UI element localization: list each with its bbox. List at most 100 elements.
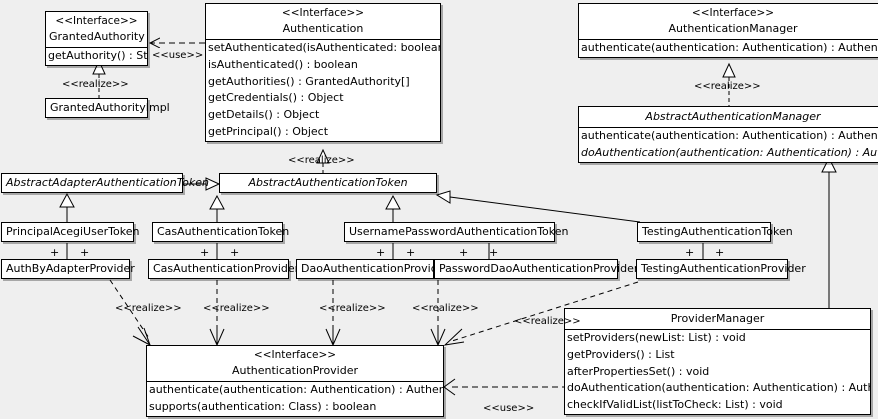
operation: getCredentials() : Object [208,91,344,105]
operation: doAuthentication(authentication: Authent… [581,145,878,159]
class-header: <<Interface>> AuthenticationManager [579,4,878,39]
class-dao-authentication-provider[interactable]: DaoAuthenticationProvider [296,259,449,279]
operations-compartment: setProviders(newList: List) : void getPr… [565,330,870,414]
operation: authenticate(authentication: Authenticat… [581,129,878,142]
class-name: DaoAuthenticationProvider [301,262,449,275]
edge-label-realize-granted-authority-impl: <<realize>> [62,79,129,90]
class-abstract-authentication-token[interactable]: AbstractAuthenticationToken [219,173,437,193]
operation: getAuthority() : String [48,49,147,62]
class-name: ProviderManager [670,312,765,325]
class-name: AbstractAuthenticationManager [645,110,821,123]
compartment-divider [565,329,870,330]
class-name: AuthenticationProvider [231,364,359,377]
operation: getAuthorities() : GrantedAuthority[] [208,74,410,88]
class-header: PasswordDaoAuthenticationProvider [435,260,639,278]
class-cas-authentication-token[interactable]: CasAuthenticationToken [152,222,289,242]
edge-label-use-granted-authority: <<use>> [152,50,204,61]
class-header: UsernamePasswordAuthenticationToken [345,223,569,241]
class-header: GrantedAuthorityImpl [46,99,170,117]
edge-label-realize-cas-authentication-provider: <<realize>> [203,303,270,314]
stereotype-label: <<Interface>> [253,349,337,361]
operation: getPrincipal() : Object [208,124,329,138]
class-cas-authentication-provider[interactable]: CasAuthenticationProvider [148,259,300,279]
edge-label-realize-auth-by-adapter-provider: <<realize>> [115,303,182,314]
class-name: AuthByAdapterProvider [6,262,135,275]
operation: setAuthenticated(isAuthenticated: boolea… [208,41,440,54]
class-header: CasAuthenticationToken [153,223,289,241]
assoc-plus-marker: + [200,246,210,259]
class-header: AuthByAdapterProvider [2,260,135,278]
class-authentication-provider[interactable]: <<Interface>> AuthenticationProvider aut… [146,345,444,417]
class-header: TestingAuthenticationProvider [637,260,806,278]
class-name: PrincipalAcegiUserToken [6,225,140,238]
assoc-plus-marker: + [376,246,386,259]
class-header: AbstractAuthenticationManager [579,107,878,127]
edge-generalize-principal-acegi-user-token [59,192,75,222]
class-authentication[interactable]: <<Interface>> Authentication setAuthenti… [205,3,441,142]
class-header: <<Interface>> AuthenticationProvider [147,346,443,381]
operations-compartment: authenticate(authentication: Authenticat… [579,128,878,162]
class-provider-manager[interactable]: ProviderManager setProviders(newList: Li… [564,308,871,415]
operation: isAuthenticated() : boolean [208,57,358,71]
class-granted-authority[interactable]: <<Interface>> GrantedAuthority getAuthor… [45,11,148,66]
class-header: TestingAuthenticationToken [638,223,793,241]
edge-generalize-cas-authentication-token [209,194,225,222]
assoc-plus-marker: + [50,246,60,259]
class-name: AbstractAdapterAuthenticationToken [6,176,209,189]
operation: doAuthentication(authentication: Authent… [567,381,870,395]
class-name: GrantedAuthorityImpl [50,101,170,114]
class-abstract-authentication-manager[interactable]: AbstractAuthenticationManager authentica… [578,106,878,163]
class-name: TestingAuthenticationToken [642,225,793,238]
class-header: AbstractAdapterAuthenticationToken [2,174,209,192]
operation: supports(authentication: Class) : boolea… [149,399,377,413]
class-name: GrantedAuthority [49,30,145,43]
class-username-password-authentication-token[interactable]: UsernamePasswordAuthenticationToken [344,222,569,242]
class-name: AbstractAuthenticationToken [248,176,408,189]
edge-generalize-provider-manager [821,156,837,308]
class-header: <<Interface>> Authentication [206,4,440,39]
stereotype-label: <<Interface>> [281,7,365,19]
edge-label-realize-testing-authentication-provider: <<realize>> [514,316,581,327]
operation: getDetails() : Object [208,108,320,122]
operation: afterPropertiesSet() : void [567,364,710,378]
compartment-divider [147,381,443,382]
stereotype-label: <<Interface>> [691,7,775,19]
edge-generalize-testing-authentication-token [435,190,641,223]
class-principal-acegi-user-token[interactable]: PrincipalAcegiUserToken [1,222,140,242]
stereotype-label: <<Interface>> [55,15,138,27]
class-authentication-manager[interactable]: <<Interface>> AuthenticationManager auth… [578,3,878,58]
assoc-plus-marker: + [80,246,90,259]
class-abstract-adapter-authentication-token[interactable]: AbstractAdapterAuthenticationToken [1,173,209,193]
compartment-divider [579,127,878,128]
edge-label-realize-password-dao-authentication-provider: <<realize>> [412,303,479,314]
class-password-dao-authentication-provider[interactable]: PasswordDaoAuthenticationProvider [434,259,639,279]
class-name: CasAuthenticationProvider [153,262,300,275]
operations-compartment: getAuthority() : String [46,48,147,65]
class-header: DaoAuthenticationProvider [297,260,449,278]
assoc-plus-marker: + [406,246,416,259]
operations-compartment: authenticate(authentication: Authenticat… [147,382,443,416]
operation: checkIfValidList(listToCheck: List) : vo… [567,398,783,412]
class-testing-authentication-provider[interactable]: TestingAuthenticationProvider [636,259,806,279]
class-header: <<Interface>> GrantedAuthority [46,12,147,47]
class-testing-authentication-token[interactable]: TestingAuthenticationToken [637,222,793,242]
compartment-divider [46,47,147,48]
class-auth-by-adapter-provider[interactable]: AuthByAdapterProvider [1,259,135,279]
class-header: PrincipalAcegiUserToken [2,223,140,241]
operation: authenticate(authentication: Authenticat… [149,383,443,396]
class-header: CasAuthenticationProvider [149,260,300,278]
operation: authenticate(authentication: Authenticat… [581,41,878,54]
class-header: AbstractAuthenticationToken [220,174,436,192]
class-header: ProviderManager [565,309,870,329]
class-name: PasswordDaoAuthenticationProvider [439,262,639,275]
class-granted-authority-impl[interactable]: GrantedAuthorityImpl [45,98,170,118]
assoc-plus-marker: + [459,246,469,259]
class-name: TestingAuthenticationProvider [641,262,806,275]
edge-label-realize-dao-authentication-provider: <<realize>> [319,303,386,314]
compartment-divider [579,39,878,40]
operation: getProviders() : List [567,347,675,361]
assoc-plus-marker: + [715,246,725,259]
compartment-divider [206,39,440,40]
edge-label-use-provider-manager: <<use>> [483,403,535,414]
